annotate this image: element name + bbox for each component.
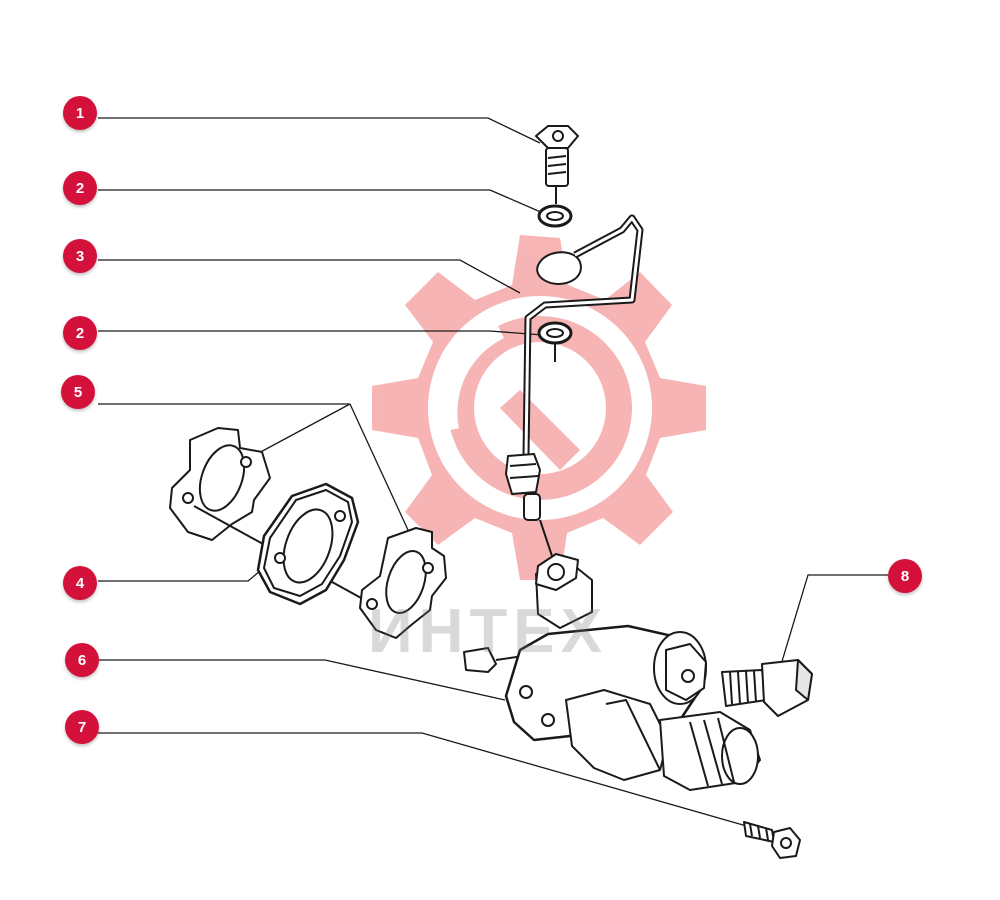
callout-label: 5 <box>73 383 83 401</box>
pump-mounting-bolt <box>743 821 801 859</box>
watermark-gear-logo <box>372 235 706 580</box>
gasket-left <box>169 427 373 605</box>
callout-2-upper[interactable]: 2 <box>63 171 97 205</box>
callout-label: 7 <box>77 718 87 736</box>
callout-5[interactable]: 5 <box>61 375 95 409</box>
sealing-washer-top <box>537 204 573 228</box>
callout-3[interactable]: 3 <box>63 239 97 273</box>
callout-label: 2 <box>75 179 85 197</box>
part-drawings <box>169 125 813 859</box>
leader-line-2a <box>98 189 544 214</box>
callout-label: 4 <box>75 574 85 592</box>
flange-spacer <box>256 482 360 606</box>
leader-line-7 <box>98 732 751 828</box>
leader-line-6 <box>98 659 506 701</box>
fuel-pipe <box>505 214 644 557</box>
callout-6[interactable]: 6 <box>65 643 99 677</box>
callout-2-lower[interactable]: 2 <box>63 316 97 350</box>
elbow-fitting <box>721 659 813 717</box>
callout-8[interactable]: 8 <box>888 559 922 593</box>
fuel-pump-body <box>463 553 761 791</box>
watermark-text: ИНТЕХ <box>368 597 608 666</box>
gasket-right <box>359 527 447 639</box>
leader-line-3 <box>98 259 521 294</box>
callout-label: 6 <box>77 651 87 669</box>
callout-1[interactable]: 1 <box>63 96 97 130</box>
sealing-washer-bottom <box>537 321 573 362</box>
callout-7[interactable]: 7 <box>65 710 99 744</box>
banjo-bolt <box>535 125 579 204</box>
callout-label: 1 <box>75 104 85 122</box>
leader-line-8 <box>779 574 888 669</box>
leader-line-4 <box>98 555 279 582</box>
leader-line-5b <box>349 403 409 531</box>
callout-label: 2 <box>75 324 85 342</box>
leader-line-1 <box>98 117 541 144</box>
callout-label: 3 <box>75 247 85 265</box>
callout-4[interactable]: 4 <box>63 566 97 600</box>
callout-label: 8 <box>900 567 910 585</box>
